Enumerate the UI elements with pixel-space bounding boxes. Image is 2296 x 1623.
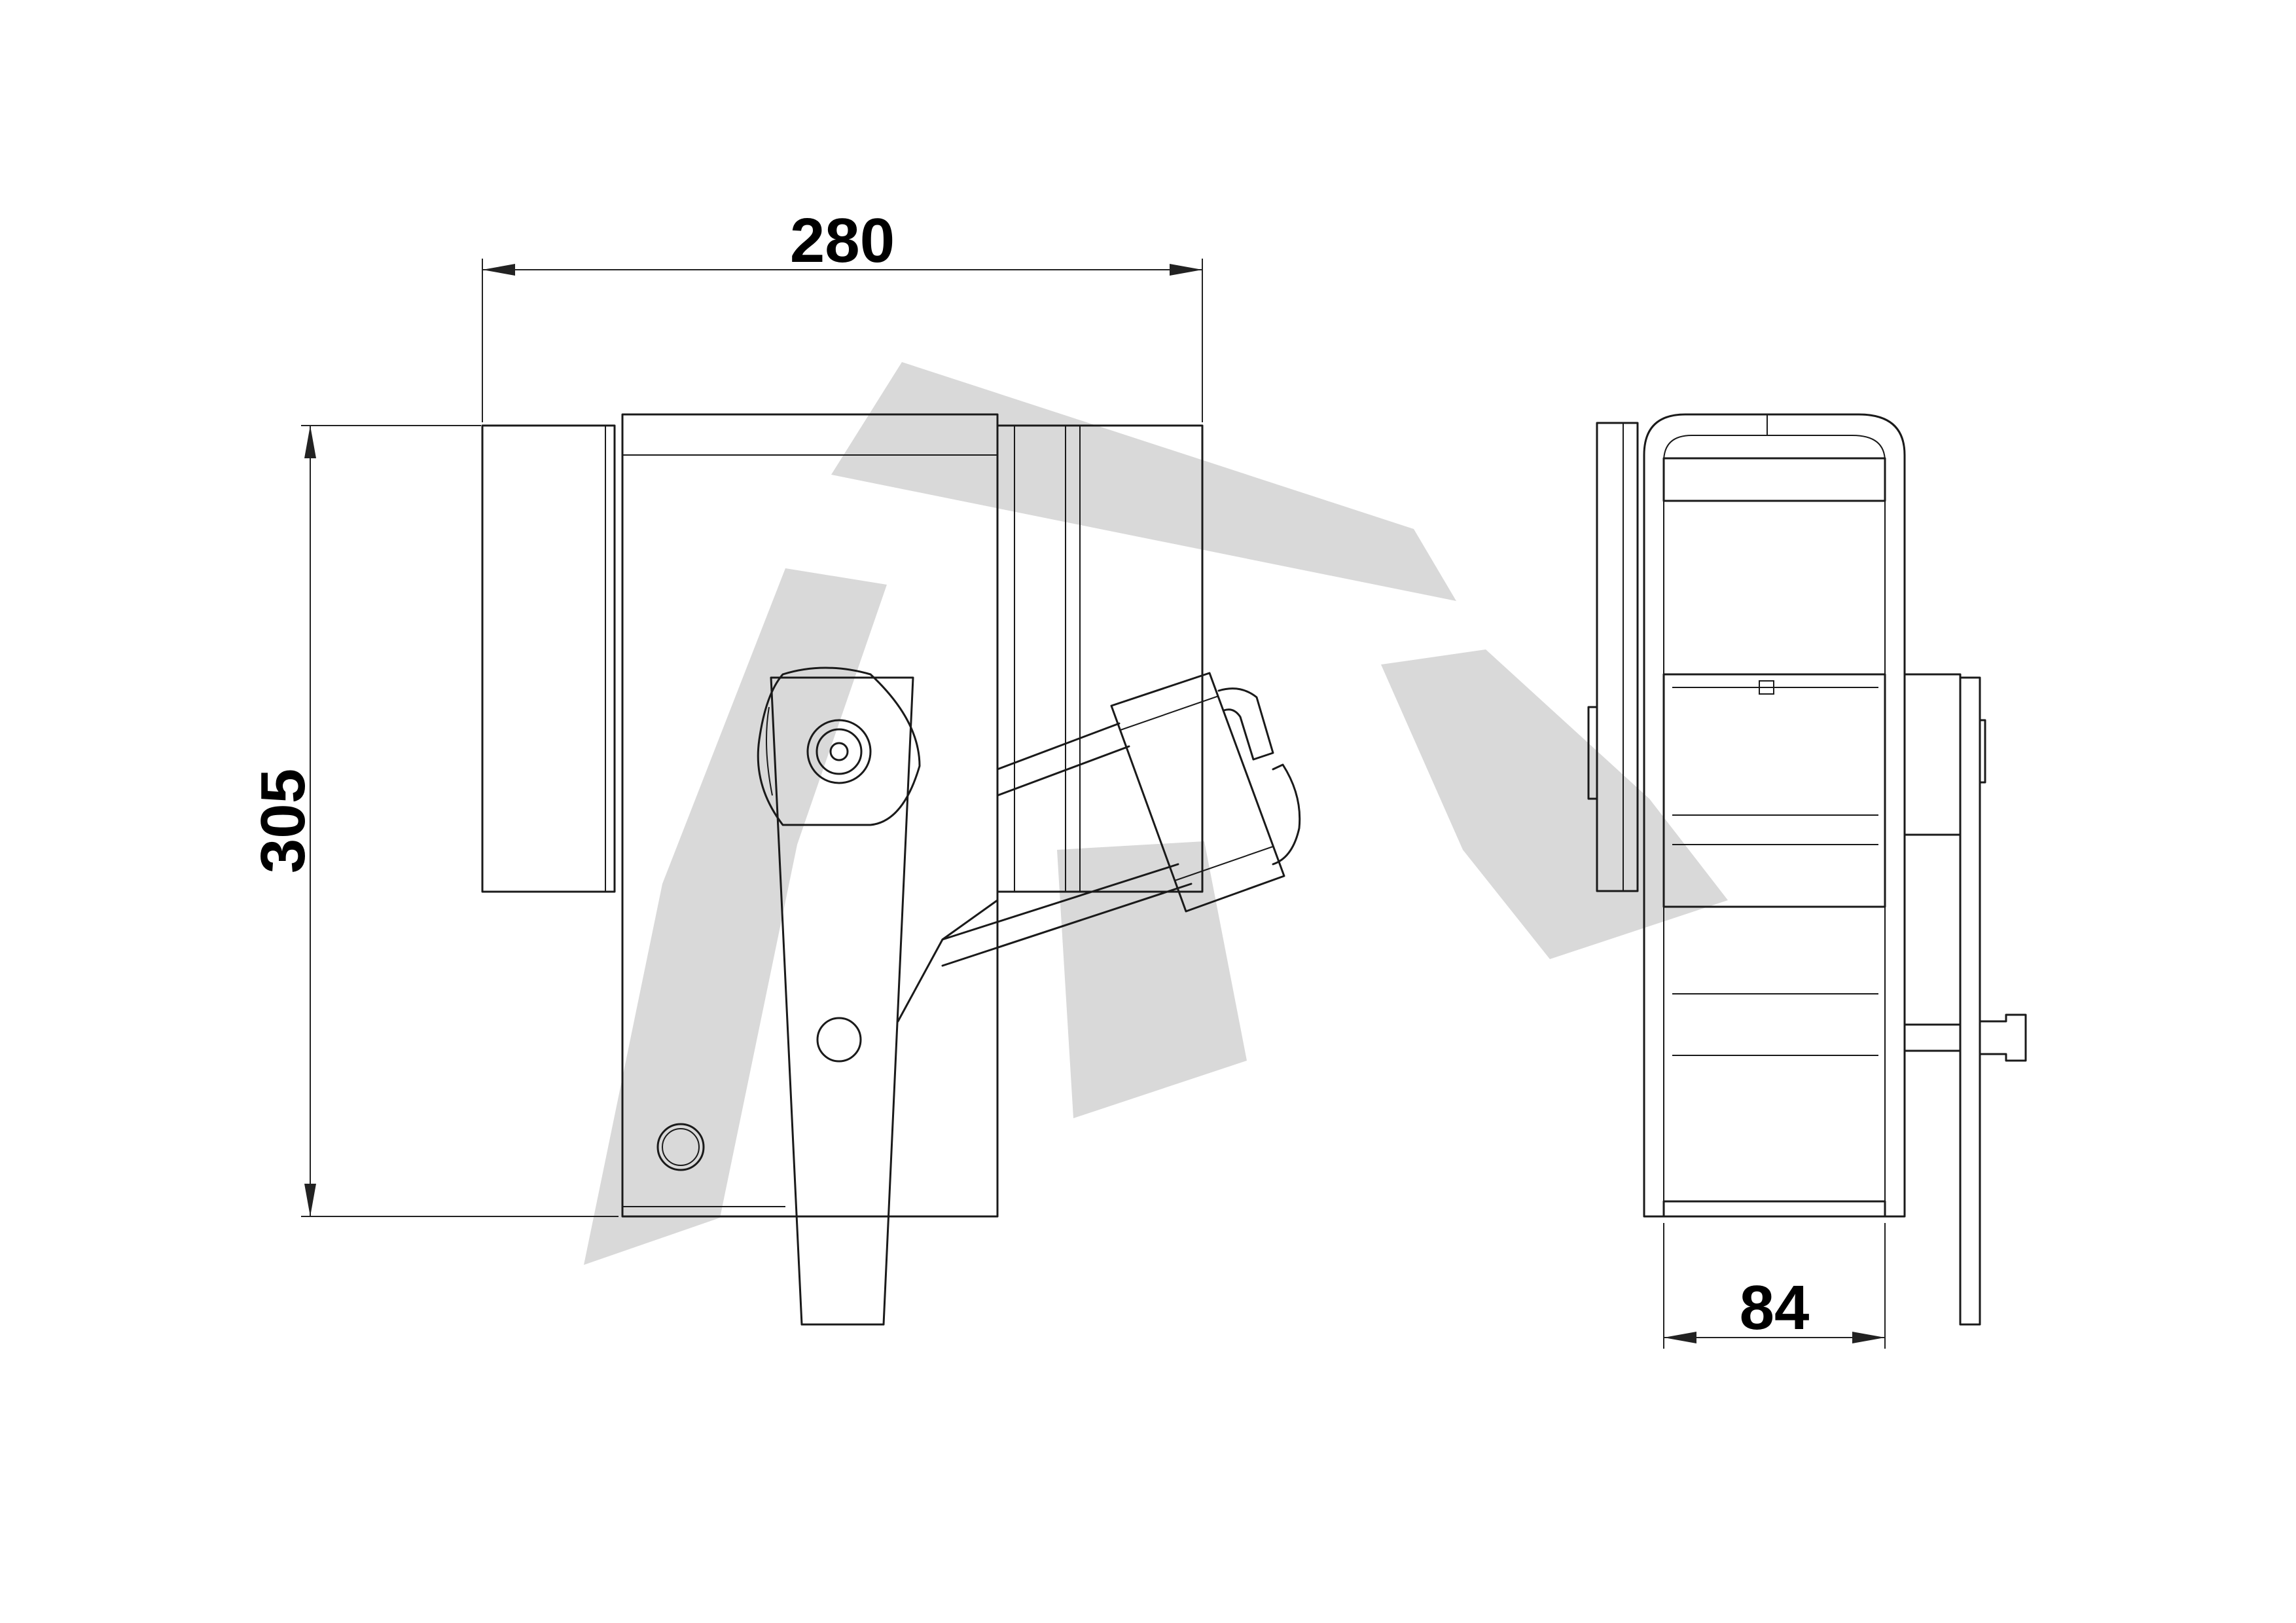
dimension-height: 305 <box>248 425 619 1217</box>
front-view <box>481 413 1301 1326</box>
left-plate <box>1596 422 1639 892</box>
shaft <box>1903 1013 2027 1062</box>
watermark-stroke-right <box>1381 649 1728 959</box>
handle-latch <box>1217 687 1301 866</box>
dimension-height-label: 305 <box>248 769 318 873</box>
pivot-bolt <box>806 719 872 784</box>
drum <box>1662 673 1886 908</box>
housing-hole <box>656 1123 705 1171</box>
side-view <box>1587 413 2027 1326</box>
right-end-cap <box>996 424 1204 893</box>
watermark-stroke-top <box>831 362 1456 601</box>
lever-plate <box>1959 676 1981 1326</box>
dimension-width-label: 280 <box>790 206 895 276</box>
drum-outline <box>757 666 921 826</box>
left-end-cap <box>481 424 616 893</box>
hub <box>1903 673 1962 836</box>
lever-arm <box>770 676 914 1326</box>
watermark-stroke-middle <box>1057 841 1247 1118</box>
dimension-width: 280 <box>482 206 1203 422</box>
watermark-stroke-left <box>584 568 887 1265</box>
dimension-depth: 84 <box>1663 1223 1886 1349</box>
handle-grip <box>1110 672 1285 913</box>
lever-hole <box>816 1017 862 1063</box>
dimension-depth-label: 84 <box>1740 1273 1810 1343</box>
watermark-logo <box>584 362 1728 1265</box>
outer-bracket <box>1643 413 1906 1218</box>
